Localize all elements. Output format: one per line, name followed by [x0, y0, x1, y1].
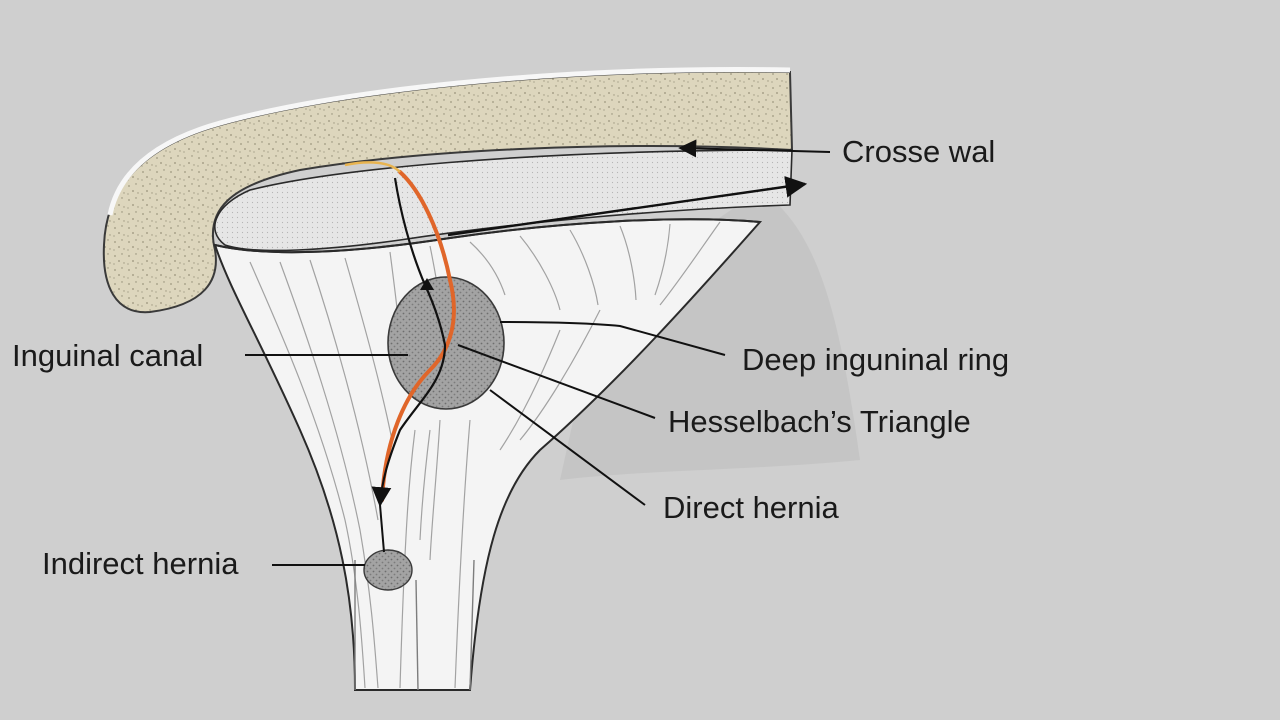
crosse-wal-leader-upper: [678, 139, 831, 158]
funnel-top-rim: [214, 218, 761, 254]
spermatic-cord-highlight: [344, 161, 401, 173]
direct-hernia-leader: [489, 389, 646, 506]
label-crosse-wal: Crosse wal: [842, 134, 995, 169]
outer-membrane: [107, 67, 791, 216]
label-deep-inguinal-ring: Deep inguninal ring: [742, 342, 1009, 377]
crosse-wal-leader-lower: [447, 176, 808, 237]
spermatic-cord: [380, 170, 456, 502]
label-direct-hernia: Direct hernia: [663, 490, 839, 525]
inner-membrane: [214, 149, 793, 252]
label-inguinal-canal: Inguinal canal: [12, 338, 203, 373]
label-indirect-hernia: Indirect hernia: [42, 546, 239, 581]
hesselbach-triangle-leader: [457, 344, 656, 419]
indirect-to-sac-line: [379, 504, 385, 553]
indirect-hernia-sac: [363, 549, 413, 591]
cast-shadow: [560, 190, 860, 480]
lower-fiber-bands: [354, 559, 475, 691]
deep-inguinal-ring-leader: [499, 321, 726, 356]
indirect-hernia-path: [371, 177, 447, 507]
indirect-hernia-path-arrow: [420, 278, 434, 290]
label-hesselbachs-triangle: Hesselbach’s Triangle: [668, 404, 971, 439]
